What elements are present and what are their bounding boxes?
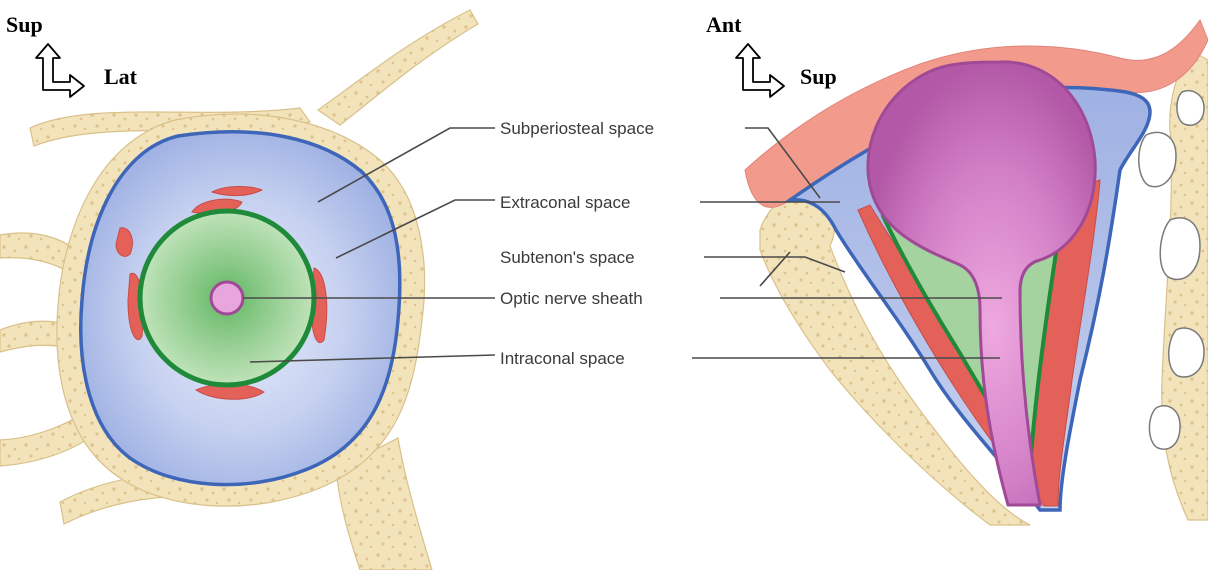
orientation-right-horizontal: Sup — [800, 64, 837, 89]
label-intraconal-space: Intraconal space — [500, 349, 625, 368]
orientation-arrow-left-icon — [36, 44, 84, 97]
orientation-arrow-right-icon — [736, 44, 784, 97]
orientation-right: Ant Sup — [706, 12, 837, 97]
label-optic-nerve-sheath: Optic nerve sheath — [500, 289, 643, 308]
orientation-right-vertical: Ant — [706, 12, 742, 37]
optic-nerve-sheath — [211, 282, 243, 314]
sagittal-section — [745, 20, 1208, 525]
orientation-left-horizontal: Lat — [104, 64, 138, 89]
label-subtenon-space: Subtenon's space — [500, 248, 635, 267]
labels: Subperiosteal space Extraconal space Sub… — [500, 119, 654, 368]
label-subperiosteal-space: Subperiosteal space — [500, 119, 654, 138]
orientation-left-vertical: Sup — [6, 12, 43, 37]
label-extraconal-space: Extraconal space — [500, 193, 630, 212]
orientation-left: Sup Lat — [6, 12, 138, 97]
